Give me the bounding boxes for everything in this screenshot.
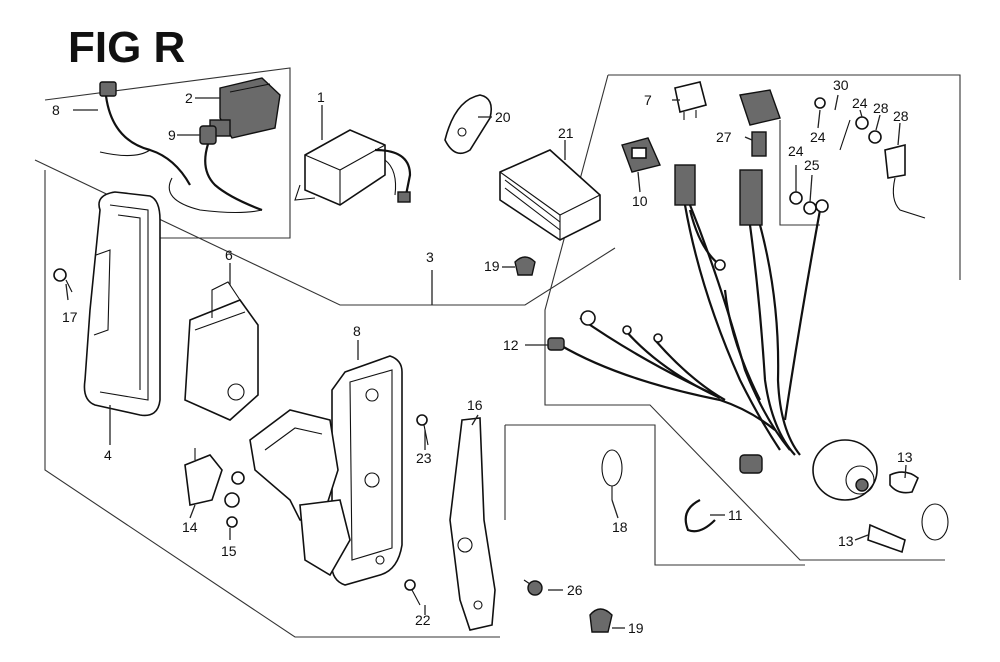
callout-9: 9: [168, 127, 176, 143]
callout-25: 25: [804, 157, 820, 173]
callout-19-upper: 19: [484, 258, 500, 274]
control-panel-8: [249, 355, 403, 586]
callout-28-b: 28: [893, 108, 909, 124]
callout-7: 7: [644, 92, 652, 108]
loop-18: [601, 449, 623, 500]
callout-3: 3: [426, 249, 434, 265]
screw-22: [404, 579, 421, 606]
clamp-20: [444, 94, 493, 155]
callout-26: 26: [567, 582, 583, 598]
callout-10: 10: [632, 193, 648, 209]
callout-2: 2: [185, 90, 193, 106]
callout-8-right: 8: [353, 323, 361, 339]
callout-23: 23: [416, 450, 432, 466]
callout-27: 27: [716, 129, 732, 145]
relay-7: [674, 81, 707, 120]
callout-14: 14: [182, 519, 198, 535]
assembly-boundaries: [34, 67, 961, 638]
screw-23: [416, 414, 429, 446]
block-21: [499, 149, 601, 241]
switch-14: [184, 448, 223, 506]
part-15: [224, 471, 245, 528]
callout-20: 20: [495, 109, 511, 125]
connector-9: [199, 125, 263, 212]
terminal-hardware: [789, 97, 926, 219]
plate-16: [449, 417, 496, 631]
wire-harness-12: [547, 164, 829, 474]
callout-19-lower: 19: [628, 620, 644, 636]
cover-10: [621, 137, 661, 173]
callout-13-lower: 13: [838, 533, 854, 549]
cap-27: [739, 89, 781, 157]
callout-24-a: 24: [810, 129, 826, 145]
callout-labels: 8 2 9 1 20 21 3 19 6 8 17 4 23 16 14 15 …: [52, 77, 913, 636]
callout-18: 18: [612, 519, 628, 535]
callout-1: 1: [317, 89, 325, 105]
callout-30: 30: [833, 77, 849, 93]
clip-19-lower: [589, 608, 613, 633]
callout-16: 16: [467, 397, 483, 413]
callout-24-c: 24: [788, 143, 804, 159]
control-box-cover: [83, 191, 161, 417]
callout-4: 4: [104, 447, 112, 463]
callout-17: 17: [62, 309, 78, 325]
regulator-2: [209, 77, 281, 139]
callout-22: 22: [415, 612, 431, 628]
callout-6-upper: 6: [225, 247, 233, 263]
unit-1: [294, 129, 412, 206]
ignition-switch: [812, 439, 878, 501]
callout-28-a: 28: [873, 100, 889, 116]
bolt-17: [53, 268, 73, 293]
callout-11: 11: [728, 507, 743, 523]
callout-21: 21: [558, 125, 574, 141]
clip-19-upper: [514, 256, 536, 276]
bolt-26: [523, 579, 543, 596]
clip-11: [684, 499, 716, 533]
callout-15: 15: [221, 543, 237, 559]
callout-12: 12: [503, 337, 519, 353]
bracket-6: [184, 281, 259, 421]
key-13-lower: [867, 523, 906, 554]
callout-8-left: 8: [52, 102, 60, 118]
key-13-upper: [889, 471, 949, 541]
harness-8: [99, 81, 263, 214]
callout-13-upper: 13: [897, 449, 913, 465]
callout-24-b: 24: [852, 95, 868, 111]
figure-title: FIG R: [68, 23, 185, 72]
leader-lines: [65, 94, 907, 629]
